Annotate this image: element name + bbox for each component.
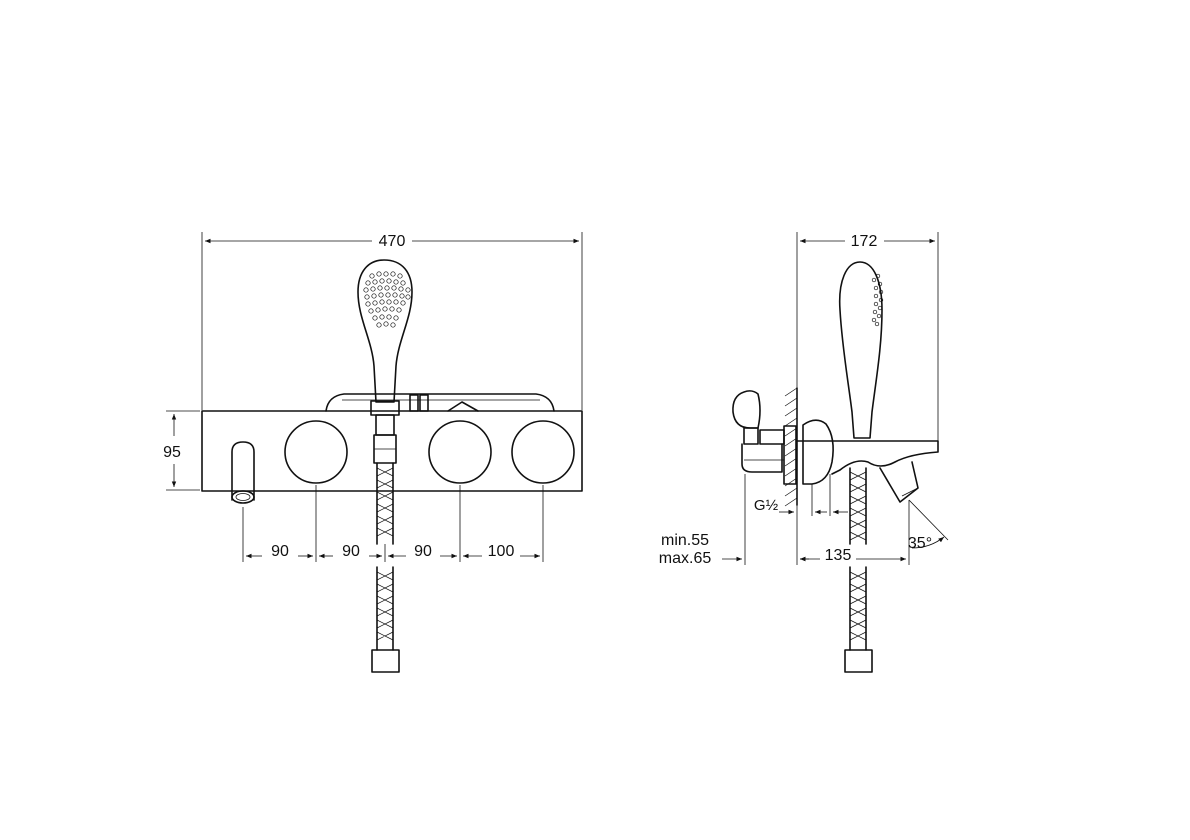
handle-1 <box>284 420 348 484</box>
reach-label: 135 <box>825 547 852 564</box>
spout <box>231 441 255 504</box>
thread-dimension: G½ min.55 max.65 <box>659 474 848 567</box>
reach-dimension: 135 <box>800 500 910 565</box>
hose-lower <box>371 566 400 673</box>
hand-shower <box>357 259 413 464</box>
top-rail <box>325 393 555 412</box>
handle-2 <box>428 420 492 484</box>
handle-3 <box>511 420 575 484</box>
side-spout <box>879 461 919 503</box>
wall-section <box>784 387 798 507</box>
angle-label: 35° <box>908 535 932 552</box>
side-handle <box>796 419 939 485</box>
wall-min-label: min.55 <box>661 532 709 549</box>
depth-dimension: 172 <box>796 232 939 565</box>
side-view: 172 <box>659 232 949 673</box>
side-hand-shower <box>838 261 884 439</box>
front-view: 470 95 <box>163 232 583 673</box>
spacing-dimensions: 90 90 90 100 <box>242 485 544 562</box>
width-dimension: 470 <box>201 232 583 410</box>
spacing-label-2: 90 <box>342 543 360 560</box>
shower-nozzles <box>363 271 411 328</box>
side-hose-lower <box>844 566 873 673</box>
wall-connection <box>732 390 797 485</box>
angle-dimension: 35° <box>908 499 949 552</box>
mixer-body <box>201 410 583 492</box>
width-label: 470 <box>379 233 406 250</box>
side-hose-upper <box>849 467 867 545</box>
height-label: 95 <box>163 444 181 461</box>
side-nozzles <box>871 273 884 327</box>
thread-label: G½ <box>754 497 779 514</box>
spacing-label-1: 90 <box>271 543 289 560</box>
depth-label: 172 <box>851 233 878 250</box>
wall-max-label: max.65 <box>659 550 712 567</box>
hose-upper <box>376 462 394 545</box>
height-dimension: 95 <box>163 410 200 491</box>
spacing-label-4: 100 <box>488 543 515 560</box>
spacing-label-3: 90 <box>414 543 432 560</box>
